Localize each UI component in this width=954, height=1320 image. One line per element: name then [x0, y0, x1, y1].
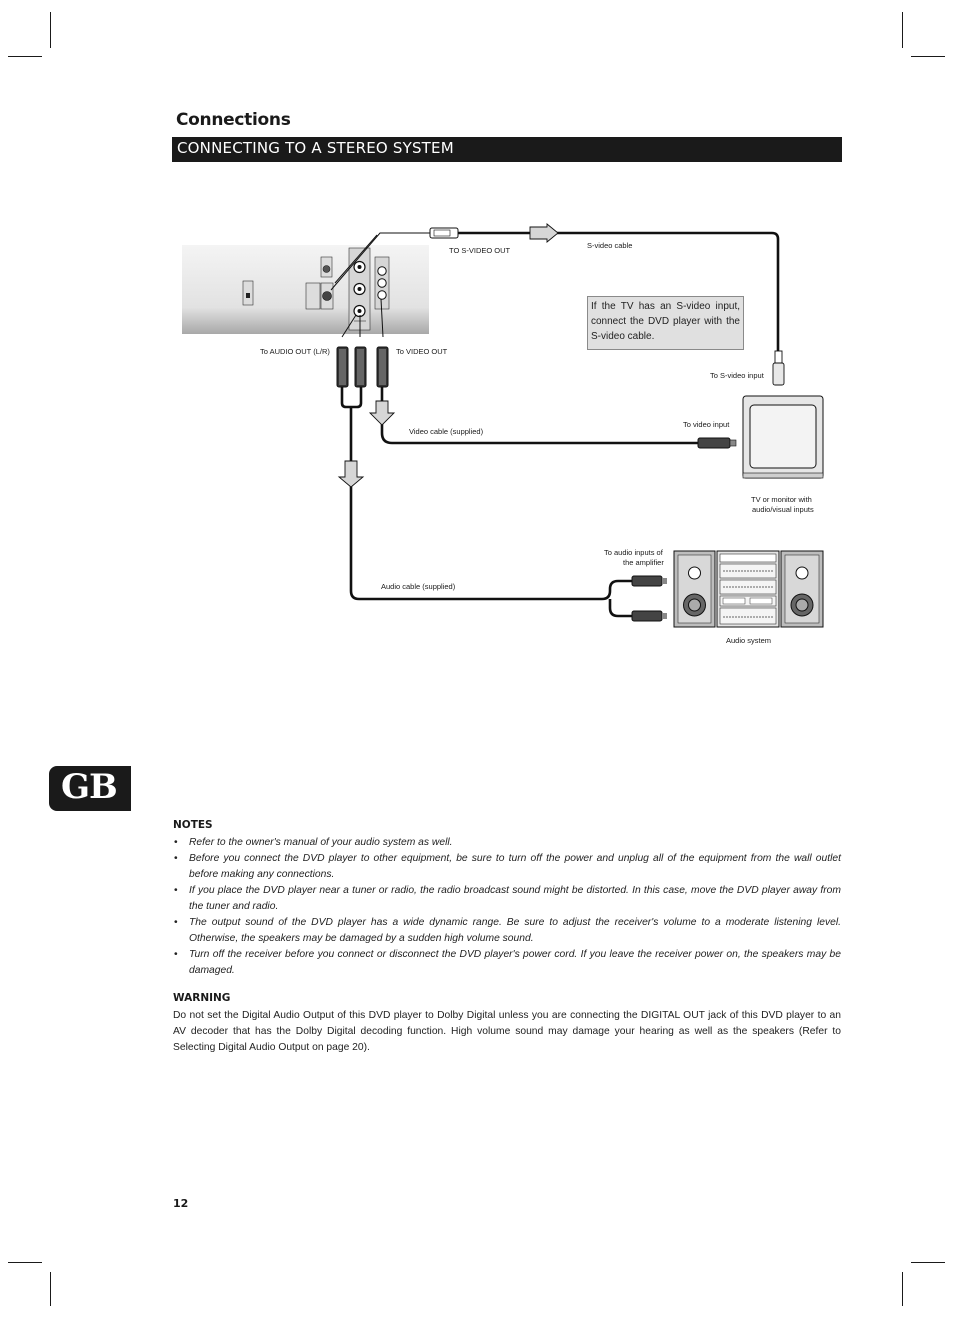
notes-list: Refer to the owner's manual of your audi… [173, 835, 841, 979]
svideo-callout: If the TV has an S-video input, connect … [587, 296, 744, 350]
note-item: Turn off the receiver before you connect… [173, 947, 841, 979]
audio-system-icon [673, 550, 824, 628]
audio-direction-arrow [337, 460, 365, 488]
note-item: If you place the DVD player near a tuner… [173, 883, 841, 915]
section-title: Connections [176, 110, 291, 130]
video-cable [380, 387, 698, 445]
video-plug-tv [697, 437, 737, 449]
label-audio-out: To AUDIO OUT (L/R) [260, 347, 330, 356]
label-amp-line1: To audio inputs of [604, 548, 663, 557]
connection-diagram: TO S-VIDEO OUT S-video cable To AUDIO OU… [170, 215, 850, 655]
diagram-graphic [182, 223, 824, 628]
rca-plugs [336, 346, 389, 388]
label-tv-line2: audio/visual inputs [752, 505, 814, 514]
crop-mark [902, 12, 903, 48]
label-audio-system: Audio system [726, 636, 772, 645]
crop-mark [8, 1262, 42, 1263]
label-video-out: To VIDEO OUT [396, 347, 448, 356]
label-amp-line2: the amplifier [623, 558, 664, 567]
warning-heading: WARNING [173, 992, 231, 1004]
leader-lines [330, 232, 430, 338]
crop-mark [911, 1262, 945, 1263]
label-audio-cable: Audio cable (supplied) [381, 582, 456, 591]
label-tv-line1: TV or monitor with [751, 495, 812, 504]
label-svideo-out: TO S-VIDEO OUT [449, 246, 511, 255]
label-video-input: To video input [683, 420, 730, 429]
crop-mark [50, 1272, 51, 1306]
video-direction-arrow [368, 400, 396, 426]
crop-mark [50, 12, 51, 48]
audio-plugs-amp [631, 575, 667, 622]
note-item: The output sound of the DVD player has a… [173, 915, 841, 947]
crop-mark [911, 56, 945, 57]
notes-heading: NOTES [173, 819, 213, 831]
note-item: Before you connect the DVD player to oth… [173, 851, 841, 883]
page-number: 12 [173, 1197, 189, 1210]
tv-monitor-icon [742, 395, 824, 479]
svideo-cable [429, 223, 785, 386]
crop-mark [902, 1272, 903, 1306]
language-tab-label: GB [61, 767, 118, 807]
label-video-cable: Video cable (supplied) [409, 427, 484, 436]
crop-mark [8, 56, 42, 57]
note-item: Refer to the owner's manual of your audi… [173, 835, 841, 851]
page-title: CONNECTING TO A STEREO SYSTEM [177, 139, 454, 157]
warning-text: Do not set the Digital Audio Output of t… [173, 1010, 841, 1053]
label-svideo-input: To S-video input [710, 371, 764, 380]
page-title-bar: CONNECTING TO A STEREO SYSTEM [172, 137, 842, 162]
audio-cable [340, 387, 632, 618]
language-tab: GB [49, 766, 131, 811]
label-svideo-cable: S-video cable [587, 241, 633, 250]
dvd-rear-panel [182, 245, 429, 334]
